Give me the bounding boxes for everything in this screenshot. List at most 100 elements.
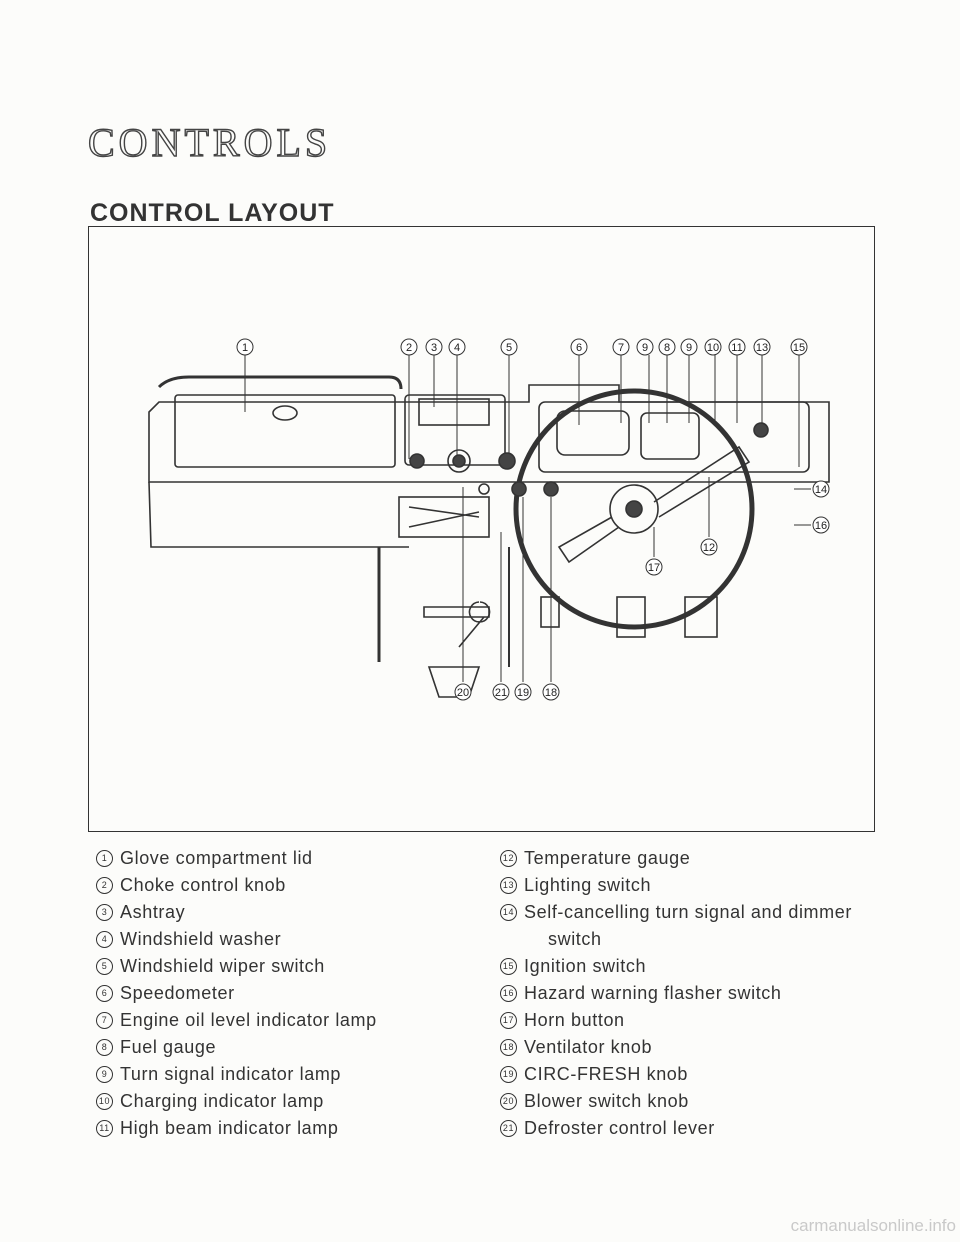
legend-text: Windshield wiper switch — [120, 956, 325, 976]
callout-10: 10 — [704, 338, 722, 356]
legend-number: 3 — [96, 904, 113, 921]
svg-text:8: 8 — [664, 342, 670, 354]
legend-text: Charging indicator lamp — [120, 1091, 324, 1111]
legend-item-7: 7 Engine oil level indicator lamp — [96, 1007, 456, 1034]
svg-text:10: 10 — [707, 342, 719, 354]
callout-14: 14 — [812, 480, 830, 498]
gauge-cluster — [640, 412, 700, 460]
legend-number: 19 — [500, 1066, 517, 1083]
svg-text:16: 16 — [815, 520, 827, 532]
gear-lever — [458, 601, 491, 648]
legend-text: Temperature gauge — [524, 848, 691, 868]
legend-number: 1 — [96, 850, 113, 867]
callout-labels: 1 2 3 4 5 6 7 9 8 9 10 11 13 15 14 16 12… — [236, 338, 830, 701]
legend-text: Glove compartment lid — [120, 848, 313, 868]
legend-item-12: 12 Temperature gauge — [500, 845, 880, 872]
svg-text:7: 7 — [618, 342, 624, 354]
legend-text: CIRC-FRESH knob — [524, 1064, 689, 1084]
svg-text:2: 2 — [406, 342, 412, 354]
svg-text:14: 14 — [815, 484, 827, 496]
legend-item-17: 17 Horn button — [500, 1007, 880, 1034]
legend-item-10: 10 Charging indicator lamp — [96, 1088, 456, 1115]
grab-rail — [157, 375, 403, 390]
legend-number: 12 — [500, 850, 517, 867]
svg-text:4: 4 — [454, 342, 460, 354]
legend-number: 7 — [96, 1012, 113, 1029]
legend-text: Engine oil level indicator lamp — [120, 1010, 377, 1030]
svg-text:15: 15 — [793, 342, 805, 354]
ashtray — [418, 398, 490, 426]
callout-20: 20 — [454, 683, 472, 701]
legend-number: 20 — [500, 1093, 517, 1110]
callout-3: 3 — [425, 338, 443, 356]
legend-text: Blower switch knob — [524, 1091, 689, 1111]
legend-number: 14 — [500, 904, 517, 921]
callout-12: 12 — [700, 538, 718, 556]
legend-text: Ventilator knob — [524, 1037, 653, 1057]
glove-compartment — [174, 394, 396, 468]
speedometer — [556, 410, 630, 456]
legend-number: 10 — [96, 1093, 113, 1110]
svg-text:9: 9 — [642, 342, 648, 354]
callout-21: 21 — [492, 683, 510, 701]
dashboard-diagram: 1 2 3 4 5 6 7 9 8 9 10 11 13 15 14 16 12… — [88, 226, 875, 832]
svg-text:1: 1 — [242, 342, 248, 354]
legend-right: 12 Temperature gauge 13 Lighting switch 14… — [500, 845, 880, 1142]
legend-text: Ignition switch — [524, 956, 647, 976]
legend-text: Lighting switch — [524, 875, 652, 895]
svg-text:21: 21 — [495, 687, 507, 699]
legend-text: Speedometer — [120, 983, 235, 1003]
callout-18: 18 — [542, 683, 560, 701]
legend-item-18: 18 Ventilator knob — [500, 1034, 880, 1061]
legend-item-3: 3 Ashtray — [96, 899, 456, 926]
callout-9a: 9 — [636, 338, 654, 356]
svg-text:20: 20 — [457, 687, 469, 699]
steering-wheel — [513, 388, 755, 630]
legend-text: Ashtray — [120, 902, 186, 922]
svg-text:18: 18 — [545, 687, 557, 699]
svg-text:11: 11 — [731, 342, 742, 354]
washer-knob — [447, 449, 471, 473]
callout-16: 16 — [812, 516, 830, 534]
legend-text: High beam indicator lamp — [120, 1118, 339, 1138]
horn-button — [609, 484, 659, 534]
dashboard-illustration: 1 2 3 4 5 6 7 9 8 9 10 11 13 15 14 16 12… — [148, 338, 830, 701]
svg-text:6: 6 — [576, 342, 582, 354]
legend-item-21: 21 Defroster control lever — [500, 1115, 880, 1142]
callout-7: 7 — [612, 338, 630, 356]
legend-text: Defroster control lever — [524, 1118, 715, 1138]
watermark: carmanualsonline.info — [790, 1216, 956, 1235]
legend-number: 21 — [500, 1120, 517, 1137]
legend-item-11: 11 High beam indicator lamp — [96, 1115, 456, 1142]
legend-number: 18 — [500, 1039, 517, 1056]
callout-1: 1 — [236, 338, 254, 356]
legend-number: 13 — [500, 877, 517, 894]
page-heading: CONTROLS — [87, 119, 332, 165]
callout-4: 4 — [448, 338, 466, 356]
legend-number: 6 — [96, 985, 113, 1002]
legend-text: Choke control knob — [120, 875, 286, 895]
legend-text: Horn button — [524, 1010, 625, 1030]
legend-item-19: 19 CIRC-FRESH knob — [500, 1061, 880, 1088]
legend-item-15: 15 Ignition switch — [500, 953, 880, 980]
wiper-switch — [498, 452, 516, 470]
legend-text: Hazard warning flasher switch — [524, 983, 782, 1003]
svg-text:17: 17 — [648, 562, 660, 574]
callout-15: 15 — [790, 338, 808, 356]
svg-text:5: 5 — [506, 342, 512, 354]
callout-11: 11 — [728, 338, 746, 356]
choke-knob — [409, 453, 425, 469]
legend-number: 11 — [96, 1120, 113, 1137]
legend-number: 17 — [500, 1012, 517, 1029]
legend-text: Fuel gauge — [120, 1037, 217, 1057]
legend-number: 15 — [500, 958, 517, 975]
svg-text:12: 12 — [703, 542, 715, 554]
svg-text:3: 3 — [431, 342, 437, 354]
